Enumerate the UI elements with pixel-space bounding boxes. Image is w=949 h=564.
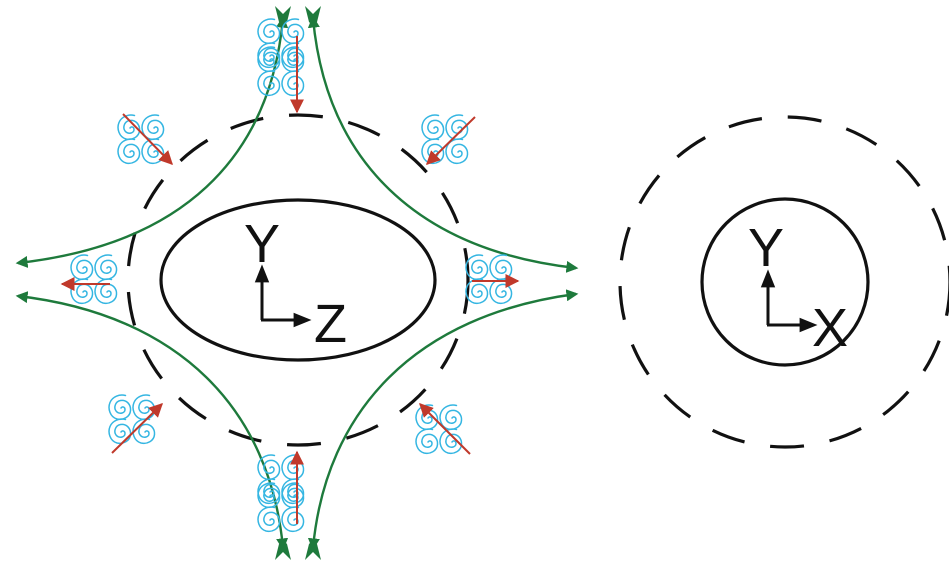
vortex-clusters [71, 19, 511, 531]
flow-line-top-left [15, 15, 289, 268]
direction-arrows [60, 36, 520, 524]
direction-arrow-icon [111, 403, 163, 454]
dashed-boundary-right [618, 115, 949, 449]
direction-arrow-icon [122, 113, 173, 165]
vortex-spiral-icon [422, 115, 467, 163]
axis-label-z: Z [314, 294, 347, 354]
vortex-spiral-icon [71, 255, 116, 303]
axis-label-y-left: Y [244, 214, 280, 274]
vortex-spiral-icon [466, 255, 511, 303]
direction-arrow-icon [419, 403, 471, 455]
direction-arrow-icon [425, 116, 476, 165]
vortex-spiral-icon [118, 115, 163, 163]
axis-label-y-right: Y [748, 218, 784, 278]
flow-line-bottom-left [15, 291, 289, 551]
dashed-boundary-left [126, 113, 470, 447]
right-panel: Y X [618, 115, 949, 449]
vortex-spiral-icon [416, 405, 461, 453]
inner-circle [700, 197, 870, 367]
flow-line-bottom-right [307, 289, 579, 551]
flow-line-top-right [307, 15, 579, 273]
left-panel: Y Z [15, 6, 579, 560]
axis-label-x: X [812, 298, 848, 358]
flow-arrowhead-icon [275, 6, 321, 560]
inner-ellipse [159, 198, 437, 362]
